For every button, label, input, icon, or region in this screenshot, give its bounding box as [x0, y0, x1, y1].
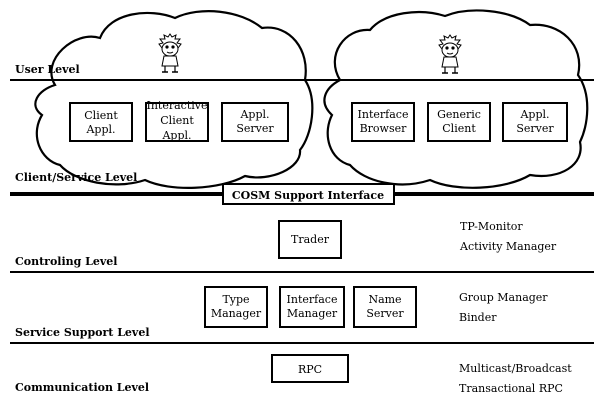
cosm-support-interface-box [222, 183, 395, 205]
type-manager-box [204, 286, 268, 328]
person-icon [158, 33, 182, 73]
type-manager-line1: Type [222, 293, 249, 306]
interactive-client-appl-line2: Client [160, 114, 194, 127]
transactional-rpc-label: Transactional RPC [459, 382, 563, 395]
multicast-broadcast-label: Multicast/Broadcast [459, 362, 572, 375]
rpc-box [271, 354, 349, 383]
interface-browser-box [351, 102, 415, 142]
appl-server-right-line2: Server [516, 122, 554, 135]
interface-manager-line2: Manager [287, 307, 338, 320]
trader-box [278, 220, 342, 259]
interface-browser-line1: Interface [358, 108, 409, 121]
controling-level-label: Controling Level [15, 255, 117, 268]
rpc-label: RPC [298, 363, 322, 376]
interactive-client-appl-line1: Interactive [147, 99, 208, 112]
binder-label: Binder [459, 311, 497, 324]
user-cloud-left [34, 10, 314, 189]
group-manager-label: Group Manager [459, 291, 548, 304]
name-server-box [353, 286, 417, 328]
interface-browser-line2: Browser [360, 122, 408, 135]
trader-label: Trader [291, 233, 330, 246]
generic-client-line2: Client [442, 122, 476, 135]
activity-manager-label: Activity Manager [459, 240, 557, 253]
generic-client-line1: Generic [437, 108, 481, 121]
client-appl-line2: Appl. [85, 123, 115, 136]
tp-monitor-label: TP-Monitor [460, 220, 523, 233]
user-level-label: User Level [15, 63, 80, 76]
client-service-level-label: Client/Service Level [15, 171, 137, 184]
user-cloud-right [323, 9, 589, 189]
cosm-support-interface-label: COSM Support Interface [232, 189, 384, 202]
appl-server-right-line1: Appl. [519, 108, 549, 121]
appl-server-left-line1: Appl. [239, 108, 269, 121]
person-icon [438, 34, 462, 74]
name-server-line1: Name [368, 293, 401, 306]
name-server-line2: Server [366, 307, 404, 320]
client-appl-line1: Client [84, 109, 118, 122]
type-manager-line2: Manager [211, 307, 262, 320]
appl-server-left-line2: Server [236, 122, 274, 135]
service-support-level-label: Service Support Level [15, 326, 150, 339]
interface-manager-box [279, 286, 345, 328]
appl-server-box-right [502, 102, 568, 142]
client-appl-box [69, 102, 133, 142]
interactive-client-appl-line3: Appl. [161, 129, 191, 142]
generic-client-box [427, 102, 491, 142]
interactive-client-appl-box [145, 102, 209, 142]
interface-manager-line1: Interface [287, 293, 338, 306]
appl-server-box-left [221, 102, 289, 142]
communication-level-label: Communication Level [15, 381, 149, 394]
